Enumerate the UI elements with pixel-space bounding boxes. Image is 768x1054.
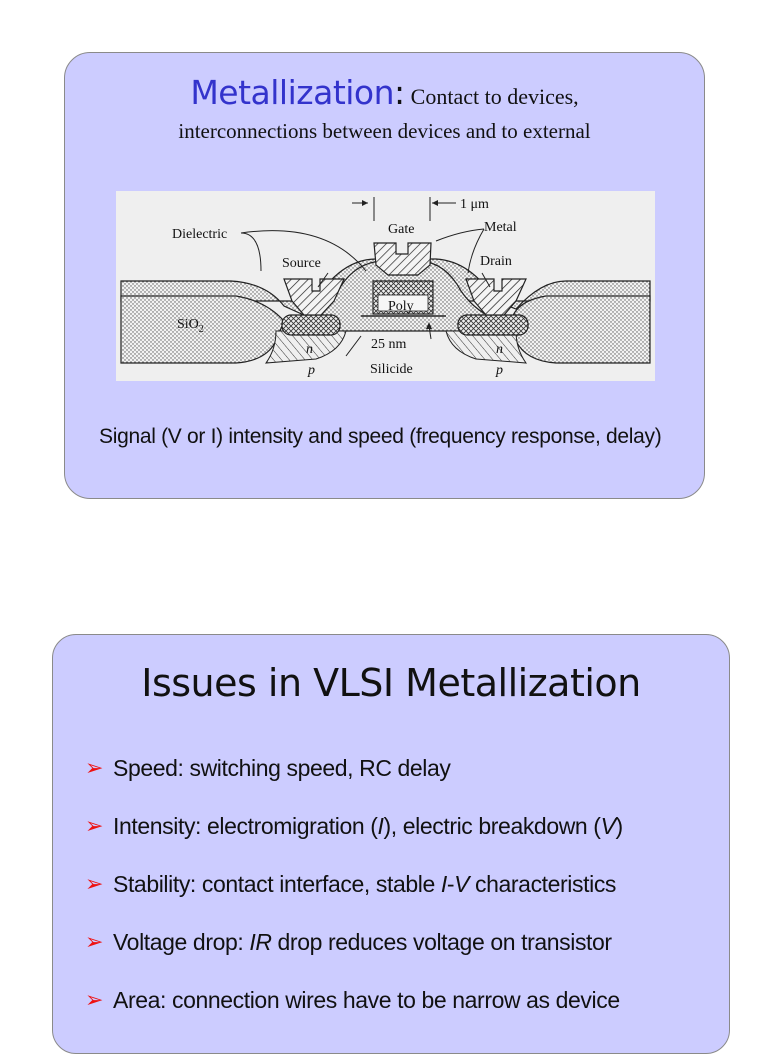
n-region-right [445,330,528,364]
red-arrowhead-icon: ➢ [85,929,104,954]
bullet-text-italic: V [454,871,470,897]
label-source: Source [282,256,321,271]
bullet-text-italic: I [440,871,447,897]
slide1-title-main: Metallization [190,73,395,112]
list-item-stability: ➢ Stability: contact interface, stable I… [85,871,623,929]
slide1-caption: Signal (V or I) intensity and speed (fre… [99,425,662,448]
slide1-title: Metallization: Contact to devices, [65,73,704,112]
bullet-text-part: Area: connection wires have to be narrow… [113,987,620,1013]
bullet-text-italic: IR [249,929,272,955]
silicide-right [457,314,529,336]
list-item-voltage-drop: ➢ Voltage drop: IR drop reduces voltage … [85,929,623,987]
label-sio2: SiO2 [177,317,204,335]
bullet-text-italic: I [377,813,384,839]
bullet-text-part: Voltage drop: [113,929,250,955]
label-metal: Metal [484,220,517,235]
mosfet-cross-section-figure: Gate 1 μm Dielectric Metal Source Drain … [116,191,655,381]
slide1-title-colon: : [394,73,406,112]
label-sio2-main: SiO [177,317,199,332]
label-p-right: p [495,363,503,378]
bullet-text: Area: connection wires have to be narrow… [113,987,620,1014]
red-arrowhead-icon: ➢ [85,987,104,1012]
bullet-text-part: ) [615,813,624,839]
bullet-text: Voltage drop: IR drop reduces voltage on… [113,929,612,956]
silicide-left [281,314,341,336]
red-arrowhead-icon: ➢ [85,871,104,896]
bullet-text: Stability: contact interface, stable I-V… [113,871,616,898]
label-gate: Gate [388,222,414,237]
label-dielectric: Dielectric [172,227,227,242]
bullet-text-part: Speed: switching speed, RC delay [113,755,451,781]
slide2-title: Issues in VLSI Metallization [141,661,641,705]
list-item-intensity: ➢ Intensity: electromigration (I), elect… [85,813,623,871]
label-poly: Poly [388,299,414,314]
bullet-text: Speed: switching speed, RC delay [113,755,451,782]
red-arrowhead-icon: ➢ [85,813,104,838]
slide1-title-rest: Contact to devices, [405,84,579,109]
label-1um: 1 μm [460,197,489,212]
bullet-text-part: - [446,871,455,897]
label-sio2-sub: 2 [199,324,204,335]
label-silicide: Silicide [370,362,413,377]
label-drain: Drain [480,254,512,269]
slide-issues-vlsi: Issues in VLSI Metallization ➢ Speed: sw… [52,634,730,1054]
bullet-text-part: Intensity: electromigration ( [113,813,378,839]
metal-source [283,278,345,316]
bullet-text-italic: V [600,813,616,839]
label-n-right: n [496,342,503,357]
red-arrowhead-icon: ➢ [85,755,104,780]
label-p-left: p [307,363,315,378]
bullet-text-part: characteristics [469,871,617,897]
list-item-area: ➢ Area: connection wires have to be narr… [85,987,623,1045]
n-region-left [264,330,347,364]
list-item-speed: ➢ Speed: switching speed, RC delay [85,755,623,813]
slide1-title-line2: interconnections between devices and to … [178,119,591,143]
issues-list: ➢ Speed: switching speed, RC delay ➢ Int… [85,755,623,1045]
bullet-text-part: Stability: contact interface, stable [113,871,441,897]
sio2-right [510,295,651,364]
label-n-left: n [306,342,313,357]
metal-drain [465,278,527,316]
bullet-text: Intensity: electromigration (I), electri… [113,813,623,840]
bullet-text-part: drop reduces voltage on transistor [271,929,613,955]
slide-metallization: Metallization: Contact to devices, inter… [64,52,705,499]
metal-gate [373,242,432,276]
bullet-text-part: ), electric breakdown ( [383,813,601,839]
label-25nm: 25 nm [371,337,407,352]
